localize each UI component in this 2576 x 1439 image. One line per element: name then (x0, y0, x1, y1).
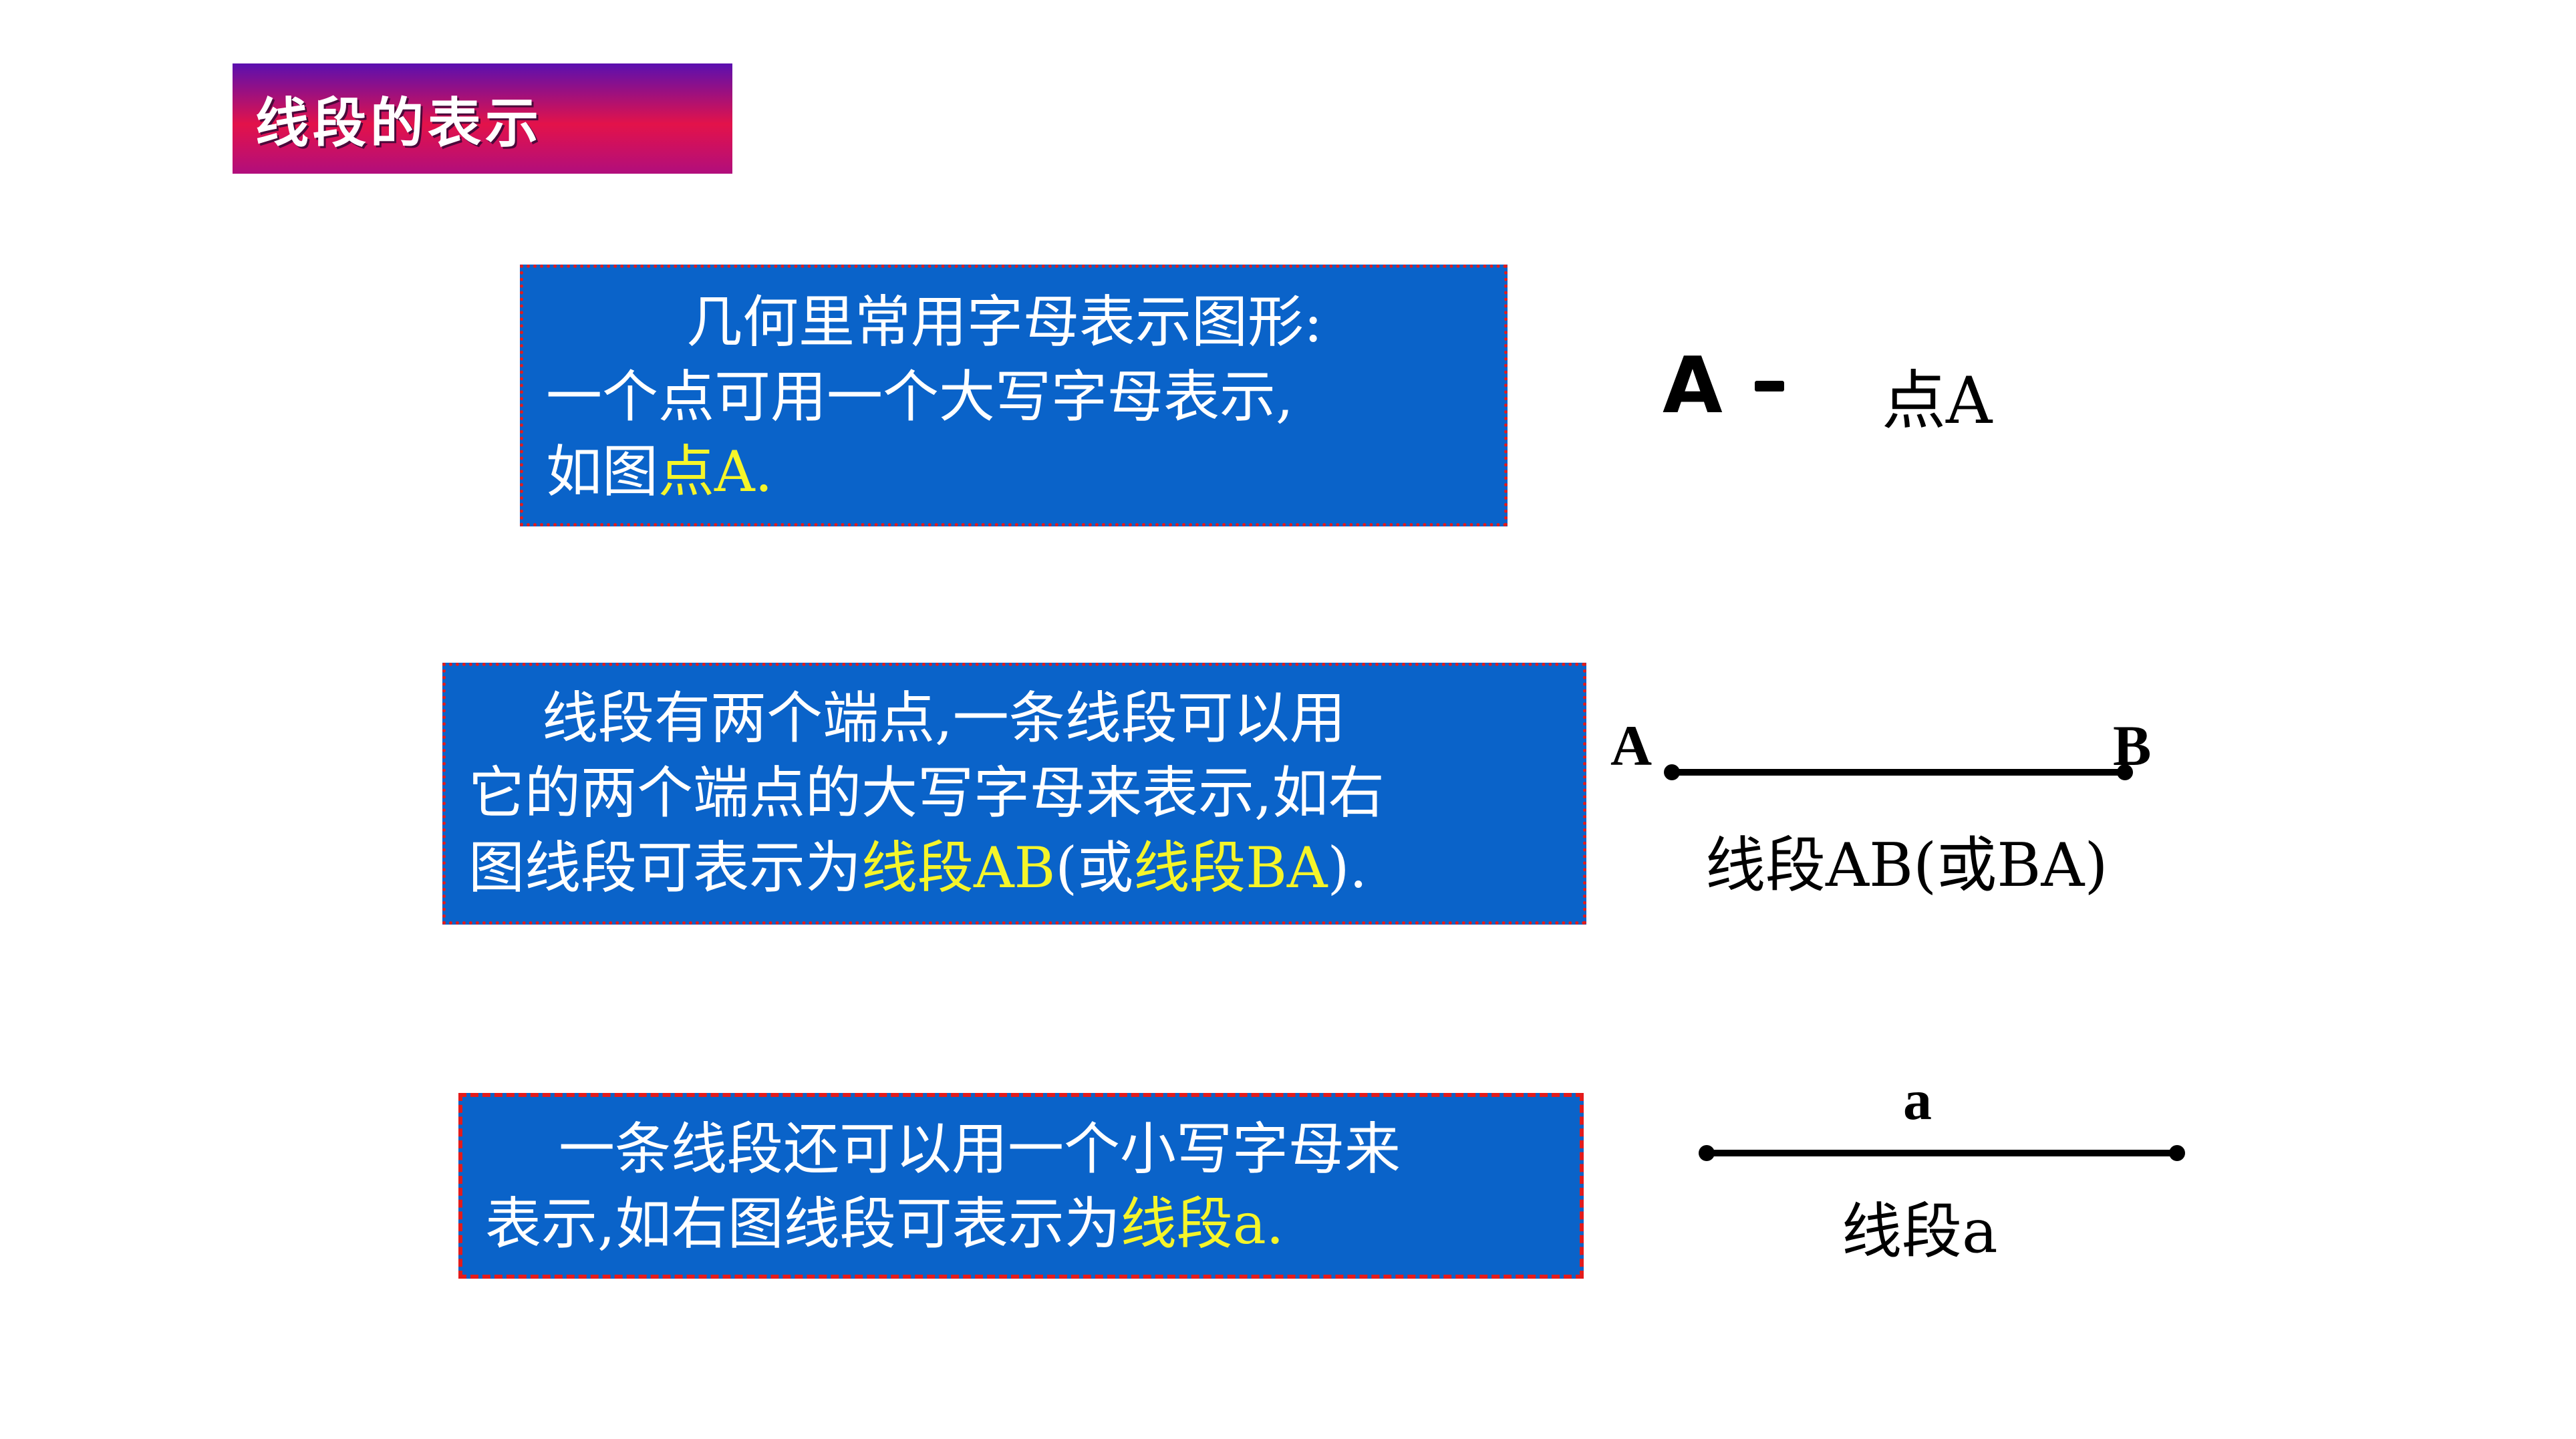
segment-endpoint-a-label: A (1610, 713, 1653, 778)
box3-line2: 表示,如右图线段可表示为线段a. (485, 1186, 1560, 1261)
point-notation-box: 几何里常用字母表示图形: 一个点可用一个大写字母表示, 如图点A. (520, 265, 1508, 526)
box1-line3-highlight: 点A. (658, 439, 773, 504)
segment-endpoint-b-label: B (2113, 713, 2152, 778)
box1-line3-prefix: 如图 (546, 439, 659, 504)
box2-line3-highlight-ba: 线段BA (1133, 835, 1328, 901)
page-title: 线段的表示 (255, 92, 543, 154)
box1-line1: 几何里常用字母表示图形: (686, 289, 1323, 355)
box2-line3: 图线段可表示为线段AB(或线段BA). (468, 830, 1563, 905)
segment-lowercase-box: 一条线段还可以用一个小写字母来 表示,如右图线段可表示为线段a. (458, 1093, 1584, 1279)
box1-line2: 一个点可用一个大写字母表示, (546, 364, 1294, 430)
segment-a-caption: 线段a (1842, 1196, 1998, 1267)
segment-ab-endpoint-b (2117, 764, 2133, 780)
title-banner: 线段的表示 (233, 63, 732, 174)
point-a-label: A (1663, 341, 1723, 431)
box3-line1: 一条线段还可以用一个小写字母来 (559, 1116, 1401, 1182)
segment-endpoints-box: 线段有两个端点,一条线段可以用 它的两个端点的大写字母来表示,如右 图线段可表示… (442, 663, 1586, 925)
segment-ab-endpoint-a (1664, 764, 1680, 780)
segment-a-label: a (1903, 1068, 1932, 1132)
box3-line2-prefix: 表示,如右图线段可表示为 (485, 1191, 1121, 1257)
segment-ab-caption: 线段AB(或BA) (1705, 830, 2108, 901)
box3-line2-highlight: 线段a. (1120, 1191, 1284, 1257)
segment-ab-figure (1664, 764, 2133, 780)
box2-line1: 线段有两个端点,一条线段可以用 (542, 685, 1346, 751)
box2-line3-highlight-ab: 线段AB (861, 835, 1056, 901)
box2-line3-mid: (或 (1055, 835, 1134, 901)
segment-a-endpoint-right (2169, 1145, 2185, 1161)
box2-line3-suffix: ). (1327, 835, 1368, 901)
point-a-caption: 点A (1882, 363, 1993, 438)
segment-a-endpoint-left (1699, 1145, 1715, 1161)
point-a-marker (1755, 381, 1784, 391)
segment-a-figure (1699, 1145, 2185, 1161)
box1-line3: 如图点A. (546, 434, 1484, 509)
box2-line3-prefix: 图线段可表示为 (468, 835, 862, 901)
box2-line2: 它的两个端点的大写字母来表示,如右 (468, 760, 1385, 826)
